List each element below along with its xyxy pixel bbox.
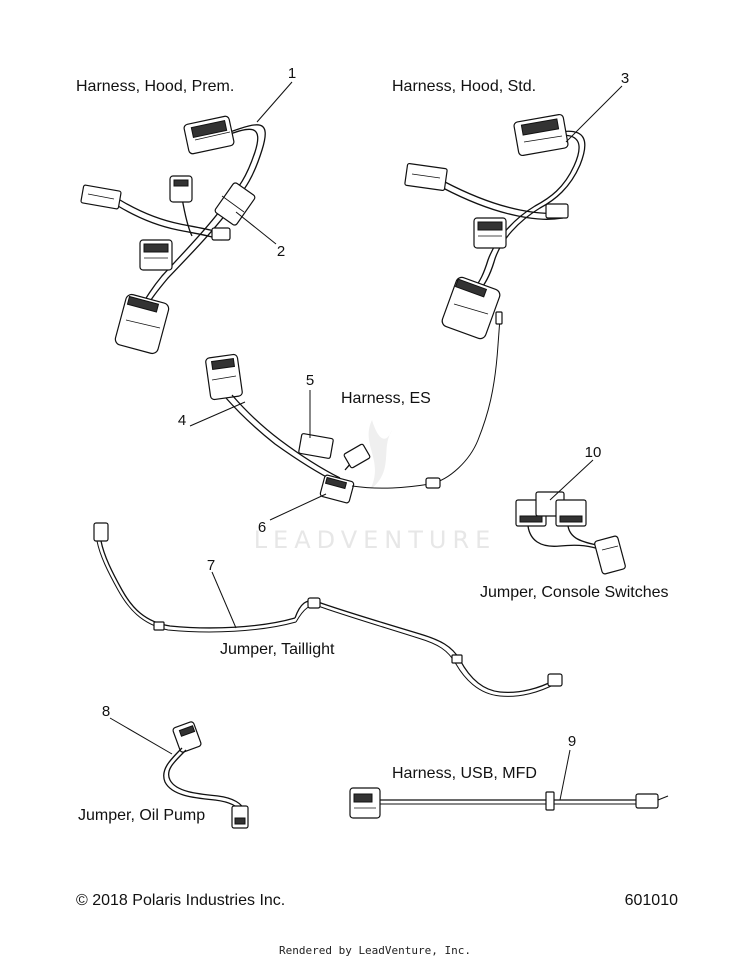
- callout-7: 7: [207, 557, 215, 574]
- jumper-oil-pump-drawing[interactable]: [163, 721, 249, 829]
- label-harness-es: Harness, ES: [341, 390, 431, 407]
- copyright-text: © 2018 Polaris Industries Inc.: [76, 892, 285, 909]
- harness-es-drawing[interactable]: [205, 311, 503, 504]
- callout-10: 10: [585, 444, 602, 461]
- watermark-text: LEADVENTURE: [254, 526, 497, 554]
- callout-9: 9: [568, 733, 576, 750]
- callout-2: 2: [277, 243, 285, 260]
- diagram-number: 601010: [625, 892, 678, 909]
- label-jumper-taillight: Jumper, Taillight: [220, 641, 335, 658]
- part-labels: Harness, Hood, Prem. Harness, Hood, Std.…: [76, 78, 669, 824]
- callout-1: 1: [288, 65, 296, 82]
- label-harness-hood-prem: Harness, Hood, Prem.: [76, 78, 234, 95]
- watermark: LEADVENTURE: [254, 420, 497, 554]
- jumper-console-switches-drawing[interactable]: [515, 491, 626, 575]
- leader-lines: [109, 81, 623, 801]
- label-harness-usb-mfd: Harness, USB, MFD: [392, 765, 537, 782]
- label-jumper-console-switches: Jumper, Console Switches: [480, 584, 669, 601]
- harness-hood-prem-drawing[interactable]: [80, 115, 266, 355]
- label-jumper-oil-pump: Jumper, Oil Pump: [78, 807, 205, 824]
- harness-usb-mfd-drawing[interactable]: [349, 787, 669, 819]
- callout-5: 5: [306, 372, 314, 389]
- rendered-by-text: Rendered by LeadVenture, Inc.: [279, 944, 471, 957]
- callout-6: 6: [258, 519, 266, 536]
- callout-numbers: 1 2 3 4 5 6 7 8 9 10: [102, 65, 629, 750]
- harness-hood-std-drawing[interactable]: [404, 113, 586, 340]
- callout-3: 3: [621, 70, 629, 87]
- callout-4: 4: [178, 412, 186, 429]
- jumper-taillight-drawing[interactable]: [93, 522, 563, 697]
- footer: © 2018 Polaris Industries Inc. 601010 Re…: [76, 892, 678, 957]
- callout-8: 8: [102, 703, 110, 720]
- label-harness-hood-std: Harness, Hood, Std.: [392, 78, 536, 95]
